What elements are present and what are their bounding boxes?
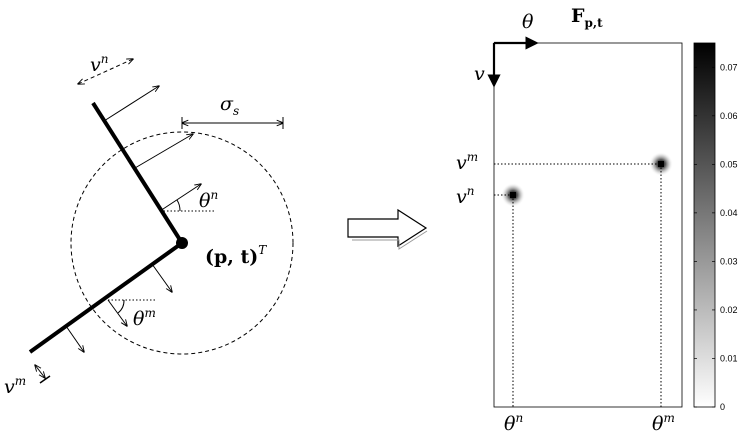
theta-axis-label: θ [522,11,534,33]
sigma-s-label: σs [220,93,239,118]
theta-m-arrow [107,299,127,326]
vm-width-indicator [35,365,45,378]
colorbar-tick-label: 0.05 [720,159,738,169]
vm-label-left: vm [4,374,26,398]
edge-n [91,101,184,245]
normal-arrow-m2 [65,325,84,352]
normal-arrow-n2 [134,134,193,169]
v-axis-label: v [474,63,485,85]
theta-n-arrow [159,184,201,212]
vn-label-left: vn [90,52,108,76]
colorbar: 0.07 0.06 0.05 0.04 0.03 0.02 0.01 0 [693,42,738,412]
sigma-circle [70,131,294,355]
colorbar-tick-label: 0.04 [720,208,738,218]
colorbar-tick-label: 0.01 [720,353,738,363]
vn-width-indicator [78,59,133,84]
colorbar-tick-label: 0.02 [720,305,738,315]
edge-m [28,241,184,354]
theta-n-arc [176,199,181,212]
vm-label-right: vm [456,150,478,174]
normal-arrow-m1 [151,263,172,292]
right-arrow-icon [347,208,428,250]
point-label: (p, t)T [205,243,267,268]
plot-frame [493,42,683,408]
colorbar-tick-label: 0.06 [720,111,738,121]
panel-title: Fp,t [571,5,603,30]
theta-n-label-left: θn [199,188,218,212]
right-panel: Fp,t θ v vm vn θn θm [456,5,683,435]
theta-m-arc [117,299,125,314]
colorbar-tick-label: 0 [720,402,725,412]
vn-label-right: vn [456,184,474,208]
vm-tick [39,375,51,384]
colorbar-tick-label: 0.07 [720,62,738,72]
colorbar-tick-label: 0.03 [720,256,738,266]
colorbar-ticks: 0.07 0.06 0.05 0.04 0.03 0.02 0.01 0 [694,62,738,412]
theta-m-label-left: θm [133,306,156,330]
colorbar-gradient [693,42,716,408]
theta-m-label-right: θm [652,411,675,435]
normal-arrow-n1 [103,86,159,122]
left-diagram: vn σs θn (p, t)T θm vm [4,52,294,398]
vertex-point [176,237,188,249]
theta-n-label-right: θn [504,411,523,435]
